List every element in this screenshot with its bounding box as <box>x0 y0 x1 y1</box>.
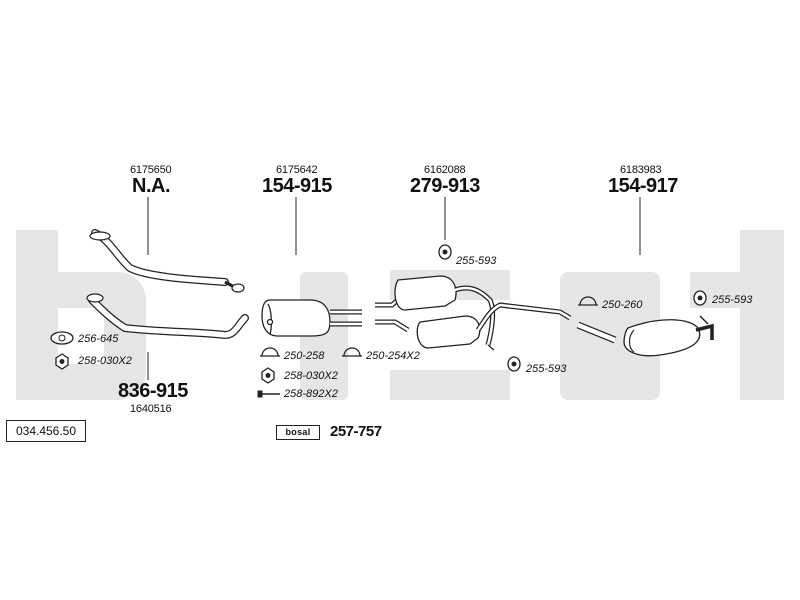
label-center-hanger-top: 255-593 <box>456 255 497 267</box>
hanger-center-top <box>438 244 452 260</box>
oem-number-center-muffler: 6162088 <box>424 164 466 176</box>
oem-number-rear-muffler: 6183983 <box>620 164 662 176</box>
nut-mid-258-030X2 <box>261 367 275 384</box>
label-front-nut: 258-030X2 <box>78 355 132 367</box>
part-number-rear-muffler: 154-917 <box>608 175 678 197</box>
hanger-rear <box>693 290 707 306</box>
middle-muffler <box>261 299 362 337</box>
rear-muffler <box>576 315 714 357</box>
center-muffler-assembly <box>375 275 572 351</box>
label-mid-bolt: 258-892X2 <box>284 388 338 400</box>
front-pipe-upper <box>89 229 245 293</box>
clamp-250-260 <box>578 296 598 306</box>
label-gasket: 256-645 <box>78 333 119 345</box>
label-rear-clamp: 250-260 <box>602 299 643 311</box>
hanger-center-bottom <box>507 356 521 372</box>
leader-lines <box>147 197 641 380</box>
bosal-watermark <box>16 230 784 400</box>
label-mid-nut: 258-030X2 <box>284 370 338 382</box>
nut-258-030X2 <box>55 353 69 370</box>
part-number-front-pipe: N.A. <box>132 175 171 197</box>
clamp-250-254X2 <box>342 347 362 357</box>
part-number-front-pipe-lower: 836-915 <box>118 380 188 402</box>
mounting-kit-logo: bosal <box>276 425 320 440</box>
gasket-256-645 <box>50 331 74 345</box>
reference-code-box: 034.456.50 <box>6 420 86 442</box>
clamp-250-258 <box>260 347 280 357</box>
oem-number-front-pipe-lower: 1640516 <box>130 403 172 415</box>
part-number-center-muffler: 279-913 <box>410 175 480 197</box>
front-pipe-lower <box>86 293 249 340</box>
bolt-258-892X2 <box>257 390 280 398</box>
label-center-hanger-bottom: 255-593 <box>526 363 567 375</box>
mounting-kit-number: 257-757 <box>330 423 382 440</box>
label-mid-clamp-2: 250-254X2 <box>366 350 420 362</box>
oem-number-front-pipe: 6175650 <box>130 164 172 176</box>
label-rear-hanger: 255-593 <box>712 294 753 306</box>
oem-number-middle-muffler: 6175642 <box>276 164 318 176</box>
label-mid-clamp: 250-258 <box>284 350 325 362</box>
part-number-middle-muffler: 154-915 <box>262 175 332 197</box>
